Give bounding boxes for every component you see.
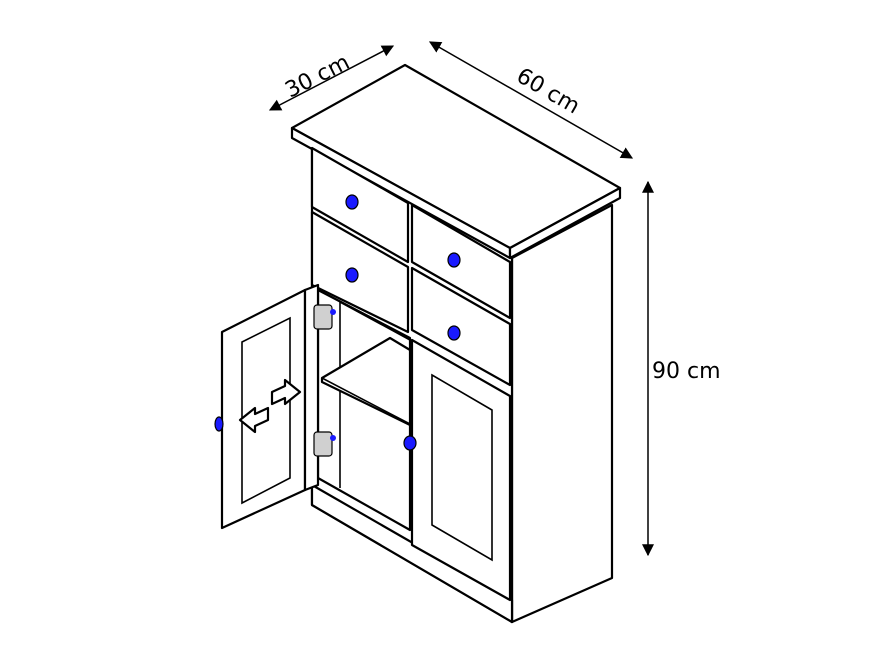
width-label: 60 cm — [512, 64, 584, 120]
cabinet-side-panel — [510, 203, 614, 624]
knob-drawer-bottom-left[interactable] — [345, 267, 359, 283]
knob-drawer-bottom-right[interactable] — [447, 325, 461, 341]
hinge-bottom — [313, 431, 333, 457]
knob-door-left[interactable] — [214, 416, 224, 432]
hinge-bottom-dot — [330, 435, 336, 441]
hinge-top — [313, 304, 333, 330]
shelf-front-edge — [321, 377, 411, 425]
drawer-bottom-right[interactable] — [410, 266, 512, 387]
knobs — [214, 194, 461, 451]
drawer-bottom-left[interactable] — [310, 210, 410, 334]
height-label: 90 cm — [652, 359, 721, 384]
arrow-left-icon — [238, 406, 270, 434]
knob-drawer-top-left[interactable] — [345, 194, 359, 210]
knob-drawer-top-right[interactable] — [447, 252, 461, 268]
compartment-back-line — [339, 301, 411, 341]
knob-door-right[interactable] — [403, 435, 417, 451]
drawer-top-left[interactable] — [310, 146, 410, 264]
door-left-panel — [241, 316, 291, 505]
shelf — [320, 336, 412, 427]
depth-dimension-arrow — [268, 45, 395, 111]
door-right-panel — [431, 373, 493, 562]
door-right[interactable] — [410, 338, 512, 602]
cabinet-body — [220, 63, 622, 624]
dimension-lines — [268, 41, 654, 557]
cabinet-top-side-edge — [508, 186, 622, 260]
hinge-top-dot — [330, 309, 336, 315]
arrow-right-icon — [270, 378, 302, 406]
width-dimension-arrow — [428, 41, 634, 159]
drawer-top-right[interactable] — [410, 203, 512, 320]
hinges — [313, 304, 336, 457]
depth-label: 30 cm — [281, 50, 353, 103]
